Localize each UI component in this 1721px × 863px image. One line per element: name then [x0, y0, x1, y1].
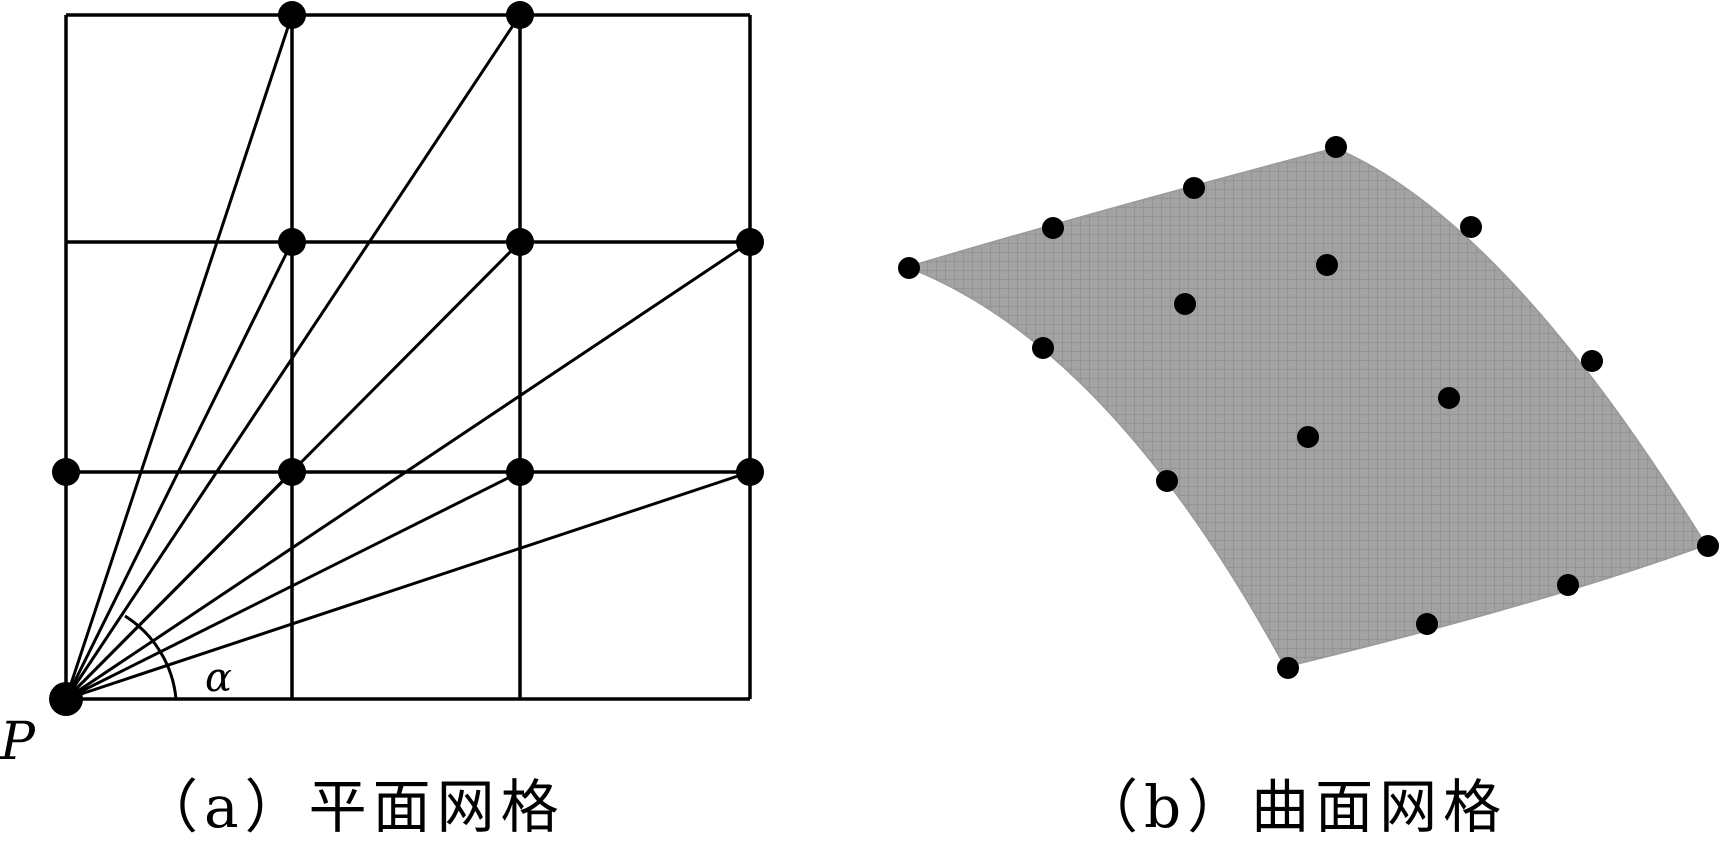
- grid-node: [506, 228, 534, 256]
- surface-node: [898, 257, 920, 279]
- point-label: P: [0, 712, 36, 772]
- curved-surface: [904, 147, 1708, 668]
- surface-node: [1581, 350, 1603, 372]
- grid-node: [278, 458, 306, 486]
- surface-node: [1557, 574, 1579, 596]
- surface-node: [1438, 387, 1460, 409]
- surface-node: [1277, 657, 1299, 679]
- ray: [64, 14, 294, 700]
- caption-curved-grid: （b）曲面网格: [1080, 773, 1508, 841]
- ray: [65, 240, 751, 701]
- ray: [64, 470, 294, 701]
- surface-node: [1156, 470, 1178, 492]
- grid-node: [506, 458, 534, 486]
- grid-node: [736, 458, 764, 486]
- grid-node: [506, 1, 534, 29]
- surface-node: [1032, 337, 1054, 359]
- surface-node: [1316, 254, 1338, 276]
- grid-nodes: [49, 1, 764, 716]
- caption-planar-grid: （a）平面网格: [140, 773, 565, 841]
- ray: [65, 470, 751, 701]
- angle-arc: [124, 614, 178, 700]
- surface-node: [1183, 177, 1205, 199]
- grid-node: [278, 228, 306, 256]
- surface-node: [1325, 136, 1347, 158]
- curved-grid: [898, 136, 1719, 679]
- surface-node: [1460, 216, 1482, 238]
- grid-lines: [64, 13, 752, 701]
- ray: [64, 241, 294, 700]
- surface-node: [1697, 535, 1719, 557]
- ray: [64, 14, 522, 700]
- surface-node: [1042, 217, 1064, 239]
- surface-node: [1297, 426, 1319, 448]
- surface-node: [1416, 613, 1438, 635]
- grid-node: [52, 458, 80, 486]
- ray: [65, 470, 521, 701]
- surface-nodes: [898, 136, 1719, 679]
- surface-node: [1174, 293, 1196, 315]
- grid-node: [278, 1, 306, 29]
- grid-node: [736, 228, 764, 256]
- rays-from-p: [64, 14, 751, 701]
- planar-grid: α P: [0, 1, 764, 772]
- angle-label: α: [205, 655, 232, 701]
- point-p-node: [49, 682, 83, 716]
